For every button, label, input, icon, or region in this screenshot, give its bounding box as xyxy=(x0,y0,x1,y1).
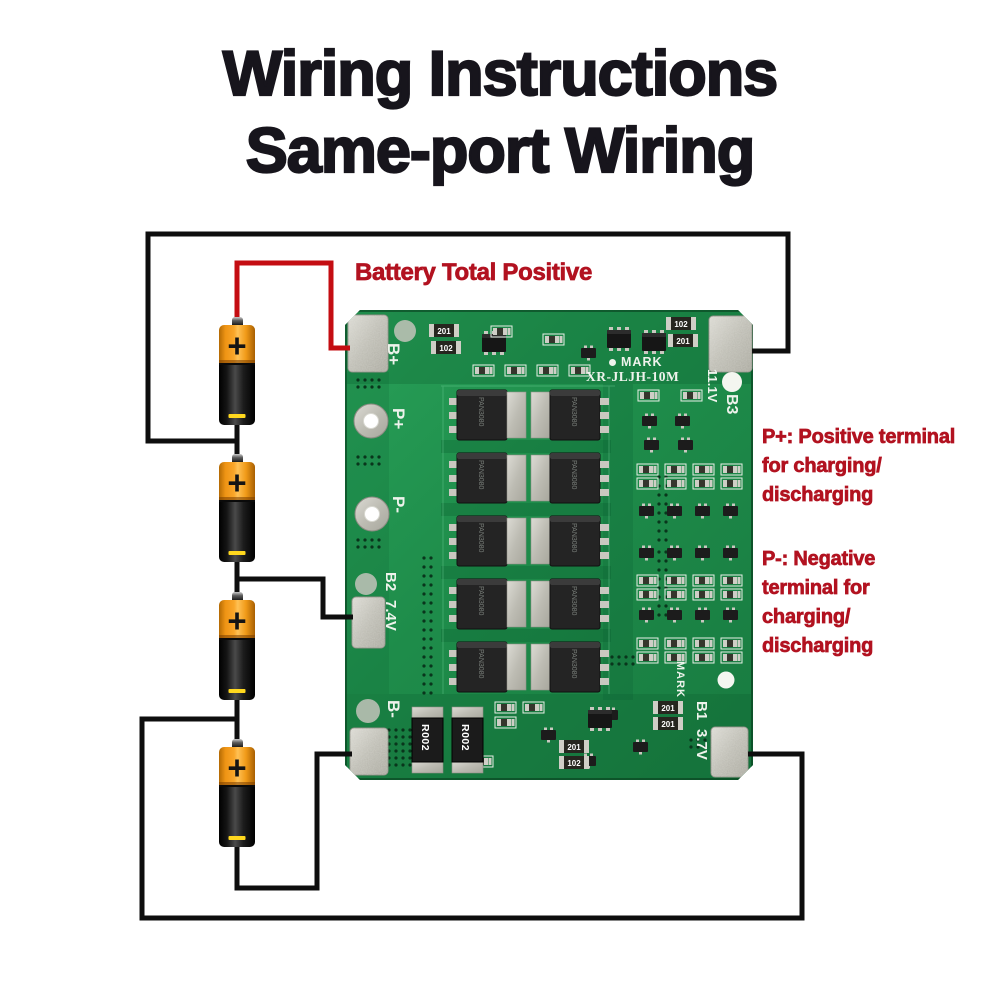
plus-symbol: + xyxy=(227,327,247,364)
battery-body xyxy=(219,363,255,425)
mosfet xyxy=(448,515,527,567)
label-b3: B3 xyxy=(723,394,740,415)
battery-positive-cap: + xyxy=(219,462,255,500)
pad-b2 xyxy=(351,596,386,649)
plus-symbol: + xyxy=(227,464,247,501)
label-mark-side: MARK xyxy=(674,661,686,698)
battery-cell-4: + xyxy=(219,739,255,847)
label-b-minus: B- xyxy=(384,700,403,718)
shunt-label: R002 xyxy=(459,724,471,751)
smd-resistor: 102 xyxy=(559,756,589,769)
battery-stripe xyxy=(228,836,246,840)
mounting-hole xyxy=(356,699,380,723)
plus-symbol: + xyxy=(227,602,247,639)
hole-p-plus xyxy=(353,403,389,439)
bms-board: PAN3080 PAN3080 xyxy=(345,310,753,780)
battery-positive-cap: + xyxy=(219,600,255,638)
svg-text:201: 201 xyxy=(567,743,581,752)
svg-text:102: 102 xyxy=(567,759,581,768)
battery-cell-3: + xyxy=(219,592,255,700)
plus-symbol: + xyxy=(227,749,247,786)
page-title: Wiring Instructions Same-port Wiring xyxy=(0,36,1000,190)
mosfet xyxy=(448,641,527,693)
label-p-plus: P+ xyxy=(389,408,408,430)
page-title-line1: Wiring Instructions xyxy=(222,38,780,110)
smd-resistor: 201 xyxy=(429,324,459,337)
mark-dot xyxy=(609,358,616,366)
mosfet xyxy=(530,515,610,567)
battery-terminal-nub xyxy=(231,454,243,462)
svg-text:102: 102 xyxy=(439,344,453,353)
pad-b-minus xyxy=(349,727,389,776)
svg-text:201: 201 xyxy=(676,337,690,346)
battery-cell-1: + xyxy=(219,317,255,425)
battery-stripe xyxy=(228,689,246,693)
label-b2: B2 xyxy=(382,572,399,592)
smd-resistor: 102 xyxy=(666,317,696,330)
mosfet xyxy=(530,641,610,693)
mosfet xyxy=(530,452,610,504)
via-dot-column xyxy=(657,550,668,617)
label-mark-top: MARK xyxy=(609,356,663,369)
mosfet xyxy=(530,389,610,441)
battery-terminal-nub xyxy=(231,317,243,325)
mounting-hole xyxy=(355,573,377,595)
label-b-plus: B+ xyxy=(384,343,403,366)
via-dot-column xyxy=(657,475,668,542)
shunt-resistor: R002 xyxy=(411,706,444,774)
battery-stripe xyxy=(228,414,246,418)
battery-body xyxy=(219,638,255,700)
battery-stripe xyxy=(228,551,246,555)
shunt-resistor: R002 xyxy=(451,706,484,774)
smd-resistor: 102 xyxy=(431,341,461,354)
balance-network xyxy=(636,389,743,664)
mounting-hole xyxy=(722,372,742,392)
p-minus-annotation: P-: Negative terminal for charging/ disc… xyxy=(762,548,876,658)
via-dot-column xyxy=(422,556,433,623)
battery-total-positive-label: Battery Total Positive xyxy=(355,259,593,287)
pcb-graphics: PAN3080 PAN3080 xyxy=(345,310,753,780)
label-b1-voltage: 3.7V xyxy=(693,729,710,760)
battery-body xyxy=(219,785,255,847)
battery-body xyxy=(219,500,255,562)
smd-resistor: 201 xyxy=(653,701,683,714)
mosfet xyxy=(448,389,527,441)
smd-resistor: 201 xyxy=(559,740,589,753)
svg-text:201: 201 xyxy=(437,327,451,336)
label-model-number: XR-JLJH-10M xyxy=(586,369,680,384)
battery-terminal-nub xyxy=(231,739,243,747)
battery-positive-cap: + xyxy=(219,747,255,785)
label-b2-voltage: 7.4V xyxy=(382,600,399,631)
mosfet xyxy=(448,452,527,504)
svg-text:201: 201 xyxy=(661,704,675,713)
shunt-label: R002 xyxy=(419,724,431,751)
pad-b-plus xyxy=(347,314,389,373)
svg-text:201: 201 xyxy=(661,720,675,729)
mosfet xyxy=(530,578,610,630)
page-title-line2: Same-port Wiring xyxy=(245,115,757,187)
label-p-minus: P- xyxy=(389,496,408,513)
smd-resistor: 201 xyxy=(653,717,683,730)
label-b3-voltage: 11.1V xyxy=(705,369,720,403)
battery-terminal-nub xyxy=(231,592,243,600)
label-b1: B1 xyxy=(693,701,710,721)
smd-resistor: 201 xyxy=(668,334,698,347)
pad-b1 xyxy=(710,726,749,778)
mosfet-grid xyxy=(448,389,610,693)
mounting-hole xyxy=(717,671,735,689)
mounting-hole xyxy=(394,320,416,342)
svg-text:102: 102 xyxy=(674,320,688,329)
battery-positive-cap: + xyxy=(219,325,255,363)
p-plus-annotation: P+: Positive terminal for charging/ disc… xyxy=(762,426,956,507)
via-dot-column xyxy=(422,628,433,695)
pad-b3 xyxy=(708,315,753,373)
battery-cell-2: + xyxy=(219,454,255,562)
hole-p-minus xyxy=(354,496,390,532)
mosfet xyxy=(448,578,527,630)
